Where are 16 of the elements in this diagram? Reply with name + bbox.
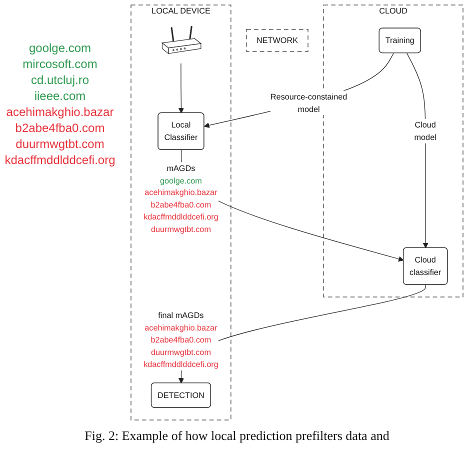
node-box: NETWORK (246, 28, 308, 52)
domain-name: kdacffmddlddcefi.org (4, 152, 116, 168)
arrow (178, 63, 184, 114)
domain-name: acehimakghio.bazar (6, 104, 114, 120)
domain-name: duurmwgtbt.com (16, 136, 104, 152)
domain-name: iieee.com (34, 88, 86, 104)
domain-name: cd.utcluj.ro (30, 72, 90, 88)
edge-label: mAGDs goolge.com acehimakghio.bazar b2abe4fba0.com kdacffmddlddcefi.org duurmwgtbt.com (144, 163, 218, 234)
domain-name: mircosoft.com (22, 56, 98, 72)
domain-name: goolge.com (28, 40, 92, 56)
edge-label: Resource-constained model (270, 92, 348, 114)
arrow (204, 52, 394, 128)
figure-caption: Fig. 2: Example of how local prediction prefilters data and (84, 427, 390, 445)
edge-label: Cloud model (414, 120, 436, 142)
edge-label: final mAGDs acehimakghio.bazar b2abe4fba0.com duurmwgtbt.com kdacffmddlddcefi.org (144, 310, 218, 369)
domain-name: b2abe4fba0.com (15, 120, 105, 136)
